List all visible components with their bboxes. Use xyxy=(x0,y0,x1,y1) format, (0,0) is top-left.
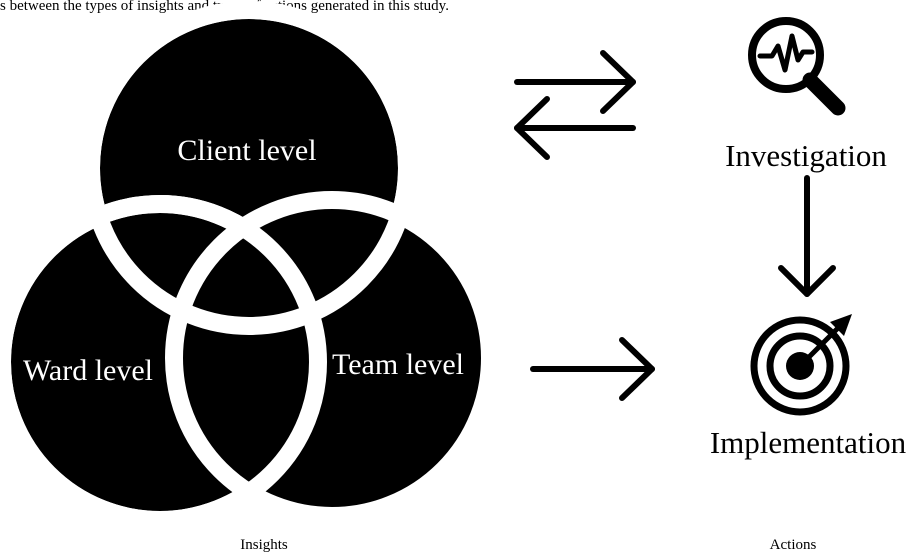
client-level-label: Client level xyxy=(177,134,316,167)
magnifier-heartbeat-icon xyxy=(748,17,846,116)
client-circle-outline xyxy=(82,1,416,335)
right-arrow-icon xyxy=(530,337,655,401)
bidirectional-arrows-icon xyxy=(514,50,636,160)
ward-circle-outline xyxy=(0,195,327,529)
down-arrow-icon xyxy=(778,175,836,297)
actions-footer-label: Actions xyxy=(770,537,817,553)
team-level-label: Team level xyxy=(332,348,464,381)
implementation-label: Implementation xyxy=(710,425,907,460)
ward-level-label: Ward level xyxy=(23,354,153,387)
team-level-circle xyxy=(165,191,499,525)
insights-footer-label: Insights xyxy=(240,537,288,553)
venn-diagram: Client level Ward level Team level xyxy=(0,1,499,529)
investigation-label: Investigation xyxy=(725,138,887,173)
target-arrow-icon xyxy=(750,314,852,416)
